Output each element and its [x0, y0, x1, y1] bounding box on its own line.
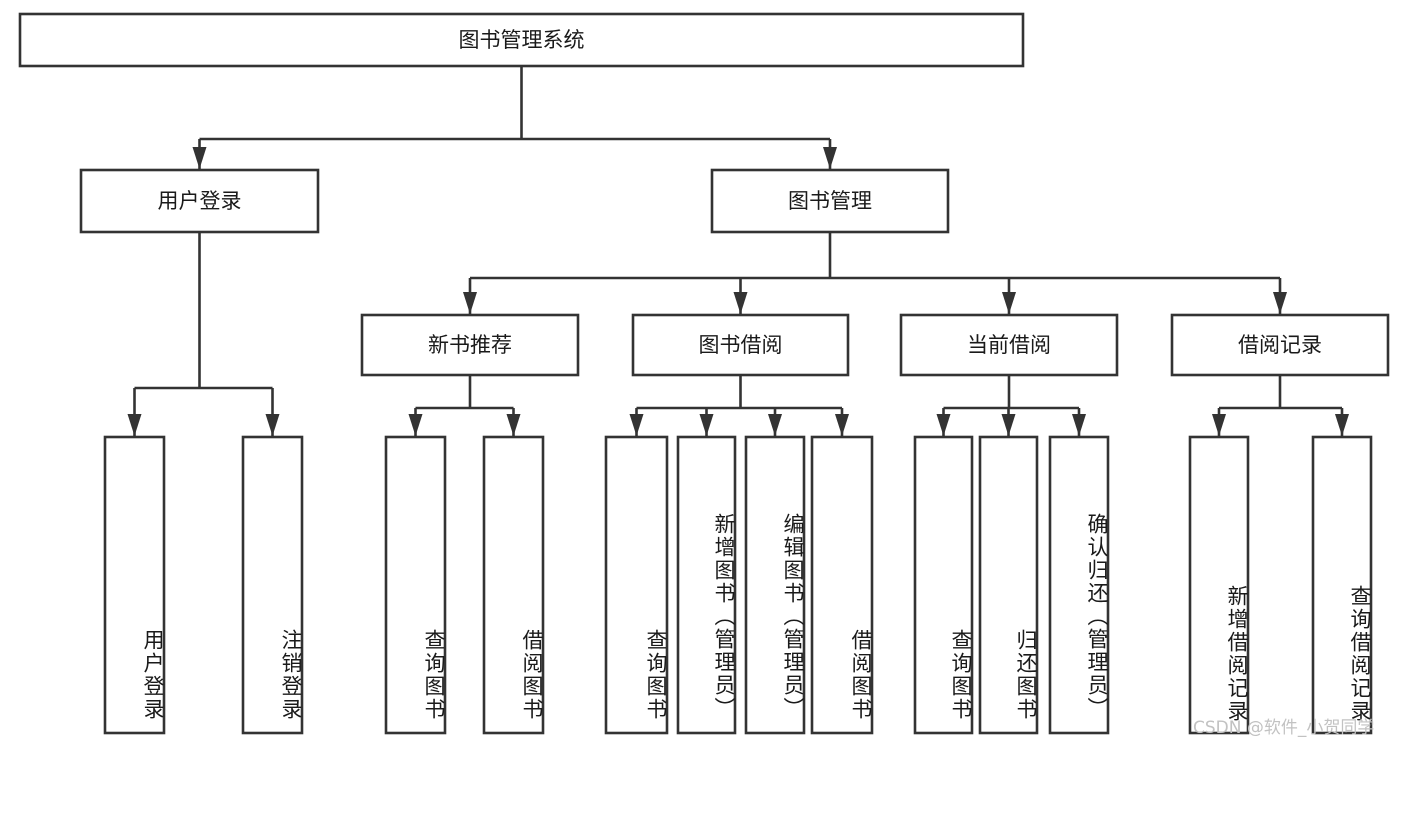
leaf-node-10-box[interactable]	[1048, 435, 1110, 735]
level3-node-1-label: 图书借阅	[699, 333, 783, 357]
arrowhead-leaf-6	[768, 414, 782, 436]
csdn-watermark: CSDN @软件_小贺同学	[1193, 718, 1375, 738]
root-title-label: 图书管理系统	[459, 28, 585, 52]
boxes-layer	[18, 12, 1390, 735]
leaf-node-1-box[interactable]	[241, 435, 304, 735]
arrowhead-leaf-8	[936, 414, 951, 436]
arrowhead-book-mgmt-to-child-3	[1273, 292, 1287, 314]
leaf-node-7-box[interactable]	[810, 435, 874, 735]
level2-node-1-box[interactable]	[710, 168, 950, 234]
leaf-node-12-box[interactable]	[1311, 435, 1373, 735]
leaf-node-5-box[interactable]	[676, 435, 737, 735]
level3-node-2-box[interactable]	[899, 313, 1119, 377]
arrowhead-leaf-12	[1335, 414, 1349, 436]
arrowhead-leaf-10	[1072, 414, 1086, 436]
arrowhead-leaf-1	[265, 414, 280, 436]
arrowhead-leaf-11	[1212, 414, 1226, 436]
arrowhead-book-mgmt-to-child-2	[1002, 292, 1016, 314]
level3-node-3-box[interactable]	[1170, 313, 1390, 377]
leaf-node-6-box[interactable]	[744, 435, 806, 735]
arrowhead-book-mgmt-to-child-1	[733, 292, 748, 314]
arrowhead-book-mgmt-to-child-0	[463, 292, 477, 314]
leaf-node-3-box[interactable]	[482, 435, 545, 735]
level3-node-3-label: 借阅记录	[1238, 333, 1322, 357]
arrowhead-leaf-7	[835, 414, 849, 436]
arrowhead-leaf-9	[1001, 414, 1016, 436]
leaf-node-11-box[interactable]	[1188, 435, 1250, 735]
leaf-node-8-box[interactable]	[913, 435, 974, 735]
arrowhead-leaf-3	[506, 414, 521, 436]
arrowhead-leaf-4	[629, 414, 644, 436]
level3-node-2-label: 当前借阅	[967, 333, 1051, 357]
arrowhead-leaf-5	[699, 414, 714, 436]
level3-node-1-box[interactable]	[631, 313, 850, 377]
flowchart-canvas: 图书管理系统用户登录图书管理新书推荐图书借阅当前借阅借阅记录 用户登录注销登录查…	[18, 12, 1390, 738]
connectors-layer	[127, 66, 1349, 436]
root-tushuguanlixitong-box[interactable]	[18, 12, 1025, 68]
arrowhead-leaf-0	[127, 414, 142, 436]
level2-node-0-box[interactable]	[79, 168, 320, 234]
leaf-node-2-box[interactable]	[384, 435, 447, 735]
leaf-node-4-box[interactable]	[604, 435, 669, 735]
level2-node-1-label: 图书管理	[788, 189, 872, 213]
leaf-node-9-box[interactable]	[978, 435, 1039, 735]
level3-node-0-box[interactable]	[360, 313, 580, 377]
level2-node-0-label: 用户登录	[158, 189, 242, 213]
arrowhead-root-to-child-0	[192, 147, 207, 169]
leaf-node-0-box[interactable]	[103, 435, 166, 735]
arrowhead-leaf-2	[408, 414, 423, 436]
arrowhead-root-to-child-1	[823, 147, 837, 169]
level3-node-0-label: 新书推荐	[428, 333, 512, 357]
